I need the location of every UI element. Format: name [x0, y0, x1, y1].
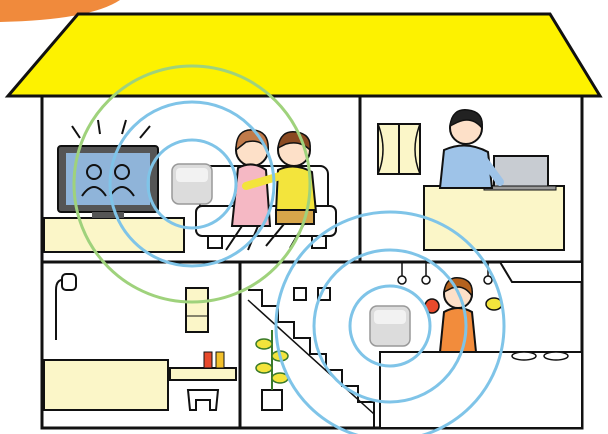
access-point-lower-highlight — [374, 310, 406, 324]
range-hood — [500, 262, 582, 282]
stove-burner — [544, 352, 568, 360]
laptop-base — [484, 186, 556, 190]
sofa-leg — [208, 236, 222, 248]
tv-screen — [66, 153, 150, 205]
bathroom-window — [186, 288, 208, 332]
shower-head — [62, 274, 76, 290]
tv-cabinet — [44, 218, 184, 252]
bathtub — [44, 360, 168, 410]
pendant-light — [484, 276, 492, 284]
plant-leaf — [256, 339, 272, 349]
pendant-light — [422, 276, 430, 284]
bottle — [204, 352, 212, 368]
kitchen-counter — [380, 352, 582, 428]
plant-pot — [262, 390, 282, 410]
plant-leaf — [256, 363, 272, 373]
stair-window — [294, 288, 306, 300]
bottle — [216, 352, 224, 368]
woman-apron — [440, 308, 476, 352]
roof — [8, 14, 600, 96]
bath-shelf — [170, 368, 236, 380]
stove-burner — [512, 352, 536, 360]
boy-shorts — [276, 210, 314, 224]
tv-stand — [92, 212, 124, 218]
office-desk — [424, 186, 564, 250]
pendant-light — [398, 276, 406, 284]
access-point-upper-highlight — [176, 168, 208, 182]
girl-dress — [232, 164, 270, 226]
